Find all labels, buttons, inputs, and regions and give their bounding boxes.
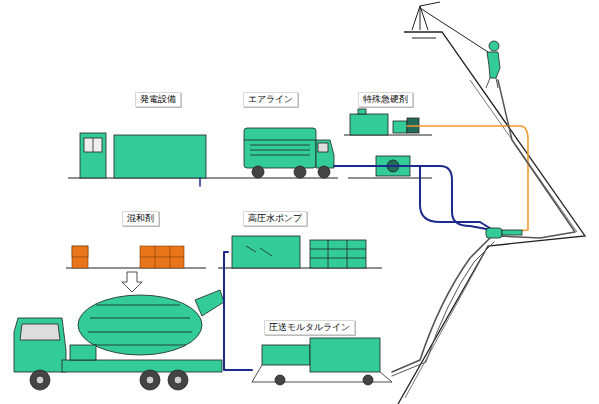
equipment-label: 圧送モルタルライン — [264, 320, 355, 335]
equipment-label: エアライン — [243, 92, 298, 107]
equipment-label: 特殊急硬剤 — [358, 92, 413, 107]
equipment-label: 混和剤 — [122, 211, 159, 226]
equipment-label: 高圧水ポンプ — [243, 211, 307, 226]
equipment-label: 発電設備 — [135, 92, 181, 107]
